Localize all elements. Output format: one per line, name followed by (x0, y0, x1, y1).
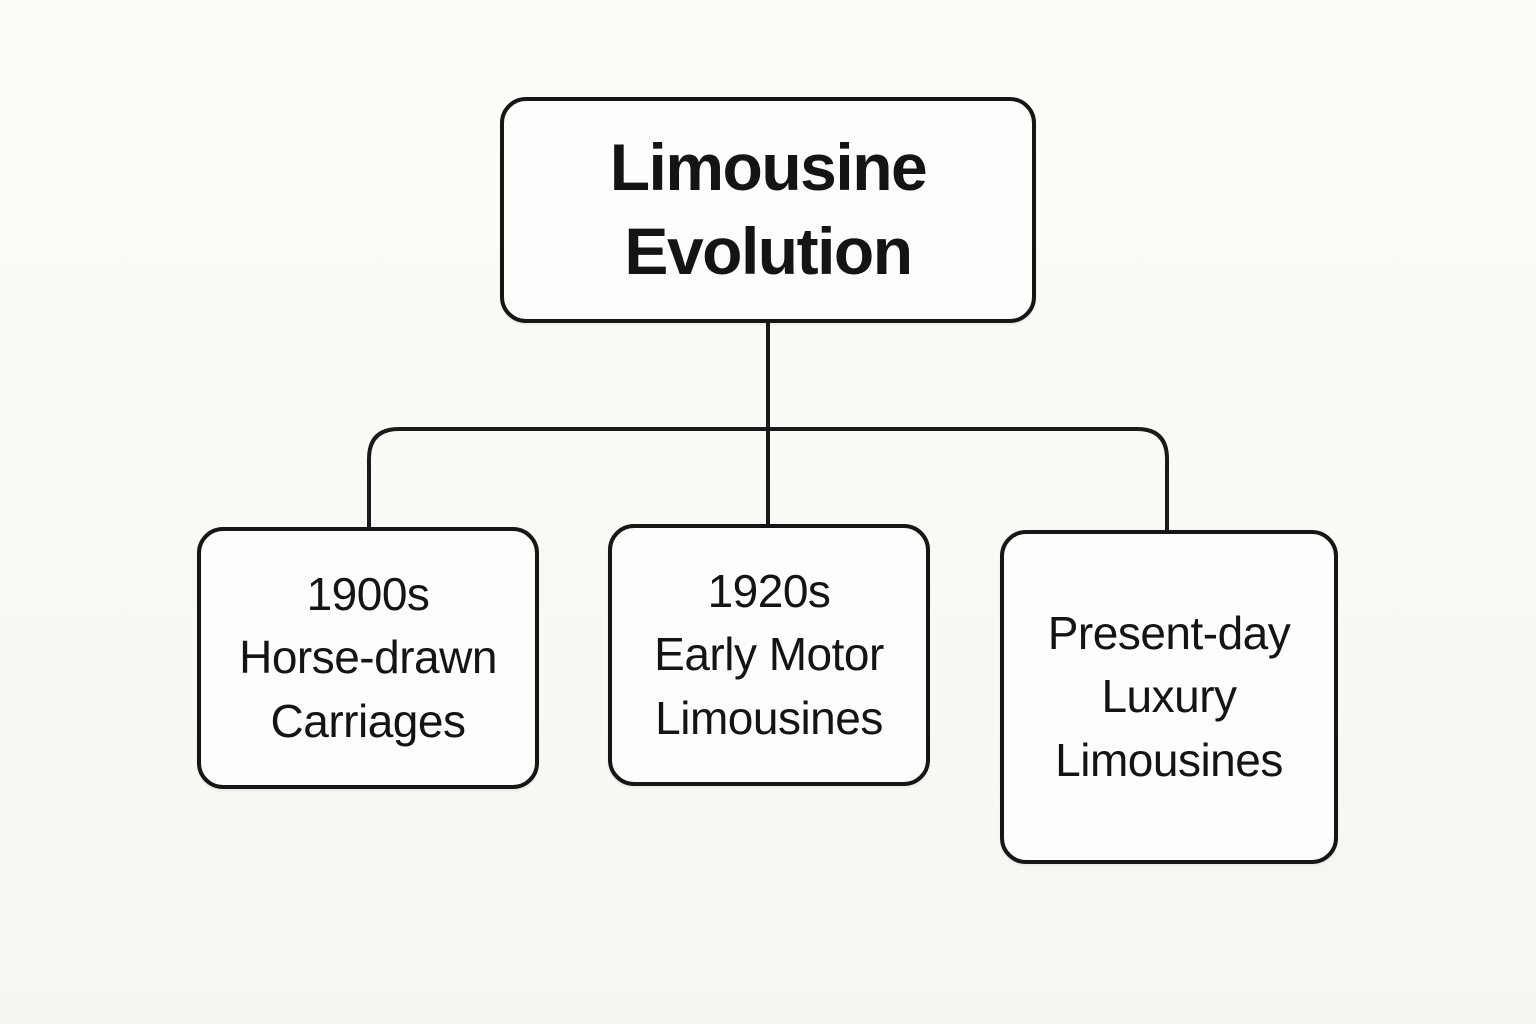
node-line: Present-day (1047, 606, 1291, 659)
node-line: Early Motor (654, 628, 884, 681)
node-line: Luxury (1101, 670, 1237, 723)
node-title: Limousine Evolution (609, 130, 928, 288)
node-line: Limousines (1055, 733, 1283, 786)
node-limousine-evolution: Limousine Evolution (500, 97, 1036, 323)
node-line: 1900s (306, 567, 430, 620)
node-1900s-horse-drawn-carriages: 1900s Horse-drawn Carriages (197, 527, 539, 789)
node-line: Carriages (270, 694, 466, 747)
connector-rail (367, 427, 1169, 533)
node-1920s-early-motor-limousines: 1920s Early Motor Limousines (608, 524, 930, 786)
node-present-day-luxury-limousines: Present-day Luxury Limousines (1000, 530, 1338, 864)
node-line: 1920s (707, 564, 831, 617)
node-line: Horse-drawn (239, 631, 497, 684)
node-line: Limousines (655, 691, 883, 744)
